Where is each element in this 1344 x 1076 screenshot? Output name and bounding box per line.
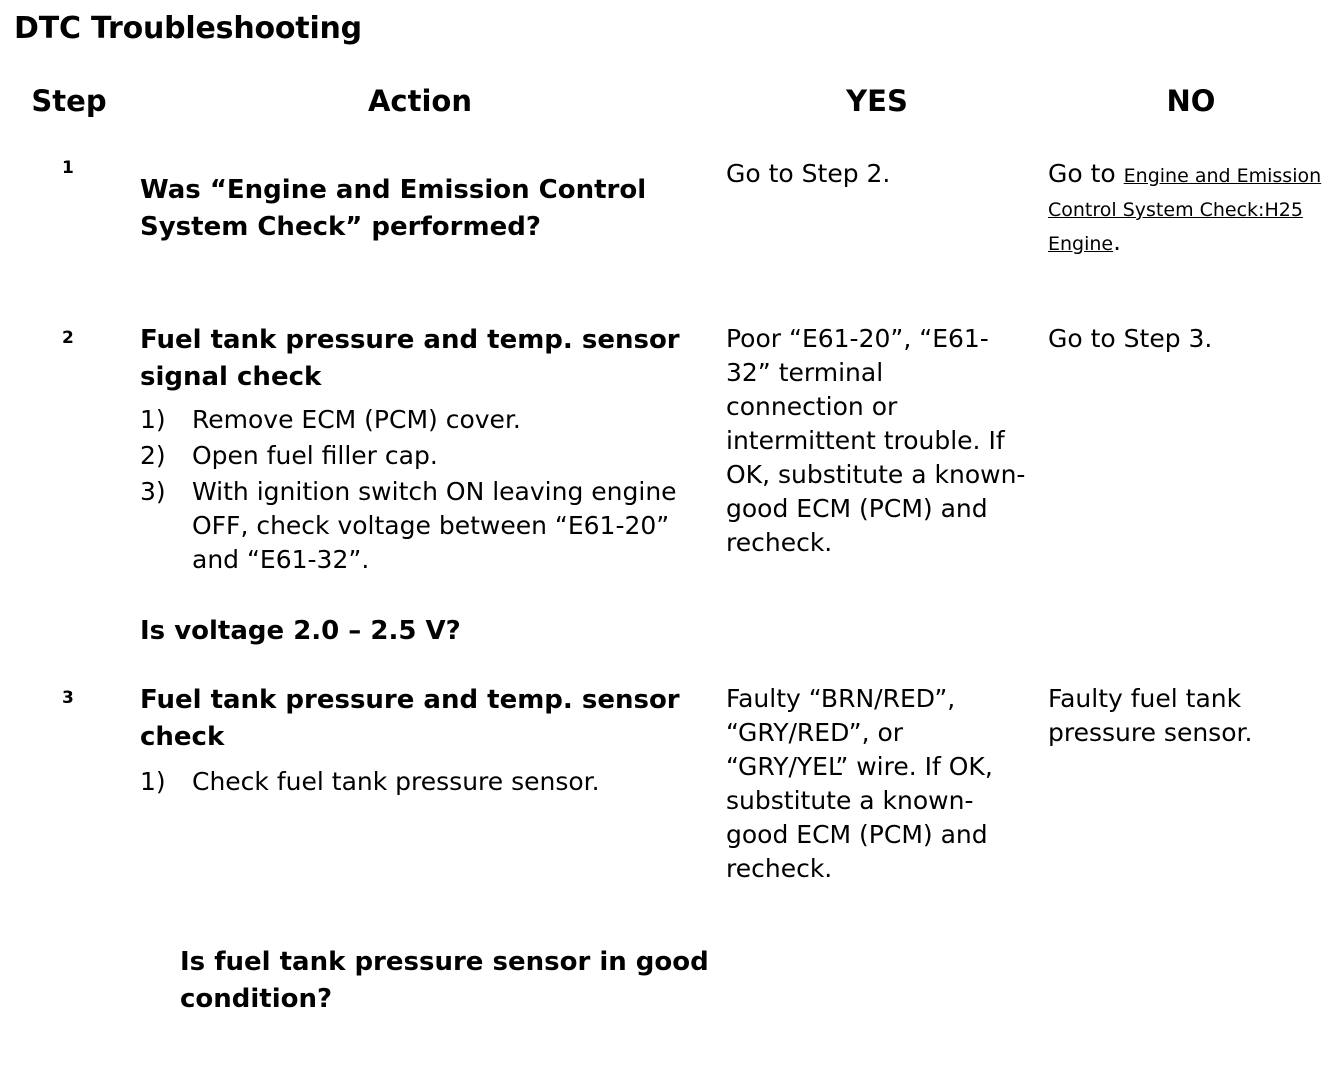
column-header-action: Action (367, 84, 472, 118)
action-question: Is fuel tank pressure sensor in good con… (180, 947, 709, 1014)
list-marker: 2) (140, 441, 166, 470)
substep-list: 1) Check fuel tank pressure sensor. (140, 765, 720, 801)
no-result-suffix: . (1113, 227, 1122, 256)
step-number: 1 (62, 158, 74, 178)
yes-result: Go to Step 2. (726, 159, 891, 188)
list-item-text: Open fuel filler cap. (192, 441, 438, 470)
list-item: 2) Open fuel filler cap. (140, 439, 720, 473)
cross-reference-link[interactable]: Engine and Emission Control System Check… (1048, 165, 1322, 255)
list-item: 1) Remove ECM (PCM) cover. (140, 403, 720, 437)
no-result: Go to Engine and Emission Control System… (1048, 157, 1340, 259)
list-marker: 1) (140, 405, 166, 434)
column-header-no: NO (1166, 84, 1216, 118)
list-item-text: Remove ECM (PCM) cover. (192, 405, 521, 434)
table-header-row: Step Action YES NO (0, 84, 1344, 132)
column-header-yes: YES (846, 84, 908, 118)
action-heading: Fuel tank pressure and temp. sensor sign… (140, 325, 680, 392)
substep-list: 1) Remove ECM (PCM) cover. 2) Open fuel … (140, 403, 720, 579)
step-number: 3 (62, 688, 74, 708)
page-title: DTC Troubleshooting (14, 11, 362, 46)
no-result: Faulty fuel tank pressure sensor. (1048, 684, 1253, 747)
list-item-text: Check fuel tank pressure sensor. (192, 767, 600, 796)
list-item-text: With ignition switch ON leaving engine O… (192, 477, 677, 574)
list-marker: 1) (140, 767, 166, 796)
column-header-step: Step (31, 84, 107, 118)
list-item: 1) Check fuel tank pressure sensor. (140, 765, 720, 799)
no-result-prefix: Go to (1048, 159, 1124, 188)
list-marker: 3) (140, 477, 166, 506)
yes-result: Poor “E61-20”, “E61-32” terminal connect… (726, 324, 1026, 557)
list-item: 3) With ignition switch ON leaving engin… (140, 475, 720, 577)
step-number: 2 (62, 328, 74, 348)
no-result: Go to Step 3. (1048, 324, 1213, 353)
action-heading: Fuel tank pressure and temp. sensor chec… (140, 685, 680, 752)
action-heading: Was “Engine and Emission Control System … (140, 175, 647, 242)
action-question: Is voltage 2.0 – 2.5 V? (140, 616, 461, 646)
yes-result: Faulty “BRN/RED”, “GRY/RED”, or “GRY/YEL… (726, 684, 993, 883)
